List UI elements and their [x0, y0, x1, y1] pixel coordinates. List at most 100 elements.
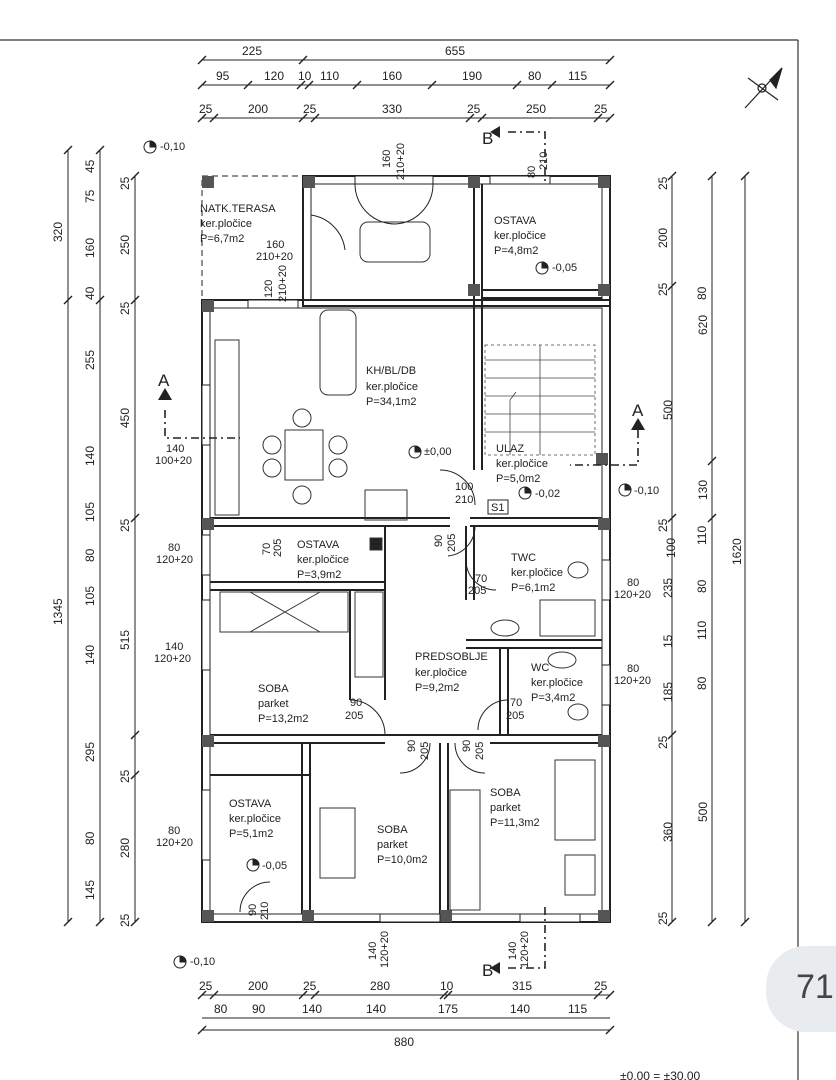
- right-dim-110: 110: [695, 621, 709, 640]
- bottom-dim-25b: 25: [303, 979, 317, 993]
- bottom-dim-80: 80: [214, 1002, 228, 1016]
- bottom-dim-140a: 140: [302, 1002, 322, 1016]
- left-dim-25e: 25: [118, 913, 132, 927]
- top-dim-10: 10: [298, 69, 312, 83]
- room-ulaz: ULAZ ker.pločice P=5,0m2: [496, 443, 548, 485]
- top-dim-95: 95: [216, 69, 230, 83]
- opening-label: 120+20: [379, 931, 391, 968]
- windows: [201, 175, 611, 923]
- room-finish: ker.pločice: [229, 813, 281, 825]
- opening-label: 90: [461, 740, 473, 752]
- opening-label: 205: [468, 585, 486, 597]
- opening-label: 210: [455, 494, 473, 506]
- bottom-dim-10: 10: [440, 979, 454, 993]
- left-dim-145: 145: [83, 880, 97, 900]
- opening-label: 90: [433, 535, 445, 547]
- right-dim-25d: 25: [656, 735, 670, 749]
- room-name: SOBA: [377, 824, 408, 836]
- opening-label: 120+20: [614, 589, 651, 601]
- left-dim-250: 250: [118, 235, 132, 255]
- room-finish: ker.pločice: [494, 230, 546, 242]
- right-dim-130: 130: [696, 480, 710, 500]
- level-label: -0,10: [160, 141, 185, 153]
- left-dim-45: 45: [83, 159, 97, 173]
- top-dim-25a: 25: [199, 102, 213, 116]
- opening-label: 140: [165, 641, 183, 653]
- right-dim-360: 360: [661, 822, 675, 842]
- opening-label: 80: [627, 577, 639, 589]
- right-dim-25a: 25: [656, 176, 670, 190]
- left-dim-140b: 140: [83, 645, 97, 665]
- opening-label: 140: [507, 942, 519, 960]
- left-dim-295: 295: [83, 742, 97, 762]
- level-label: -0,05: [552, 262, 577, 274]
- level-markers: [143, 140, 632, 969]
- opening-label: 210+20: [395, 143, 407, 180]
- opening-label: 205: [474, 742, 486, 760]
- furniture: [214, 221, 596, 911]
- room-finish: ker.pločice: [366, 381, 418, 393]
- opening-label: 210+20: [256, 251, 293, 263]
- room-finish: parket: [490, 802, 521, 814]
- top-dim-200: 200: [248, 102, 268, 116]
- room-name: ULAZ: [496, 443, 524, 455]
- room-kh-bl-db: KH/BL/DB ker.pločice P=34,1m2: [366, 365, 418, 408]
- opening-label: 80: [168, 542, 180, 554]
- room-name: PREDSOBLJE: [415, 651, 488, 663]
- bottom-dim-115: 115: [568, 1002, 587, 1016]
- room-finish: ker.pločice: [511, 567, 563, 579]
- room-finish: ker.pločice: [200, 218, 252, 230]
- left-dim-40: 40: [83, 286, 97, 300]
- opening-label: 120+20: [154, 653, 191, 665]
- section-mark-b-top: B: [482, 129, 493, 148]
- top-dim-225: 225: [242, 44, 262, 58]
- bottom-dim-175: 175: [438, 1002, 458, 1016]
- level-label: -0,02: [535, 488, 560, 500]
- section-mark-b-bottom: B: [482, 961, 493, 980]
- right-dim-25e: 25: [656, 911, 670, 925]
- bottom-dim-25c: 25: [594, 979, 608, 993]
- opening-label: 140: [367, 942, 379, 960]
- right-dim-80c: 80: [695, 286, 709, 300]
- room-area: P=5,1m2: [229, 828, 273, 840]
- right-dim-25c: 25: [656, 518, 670, 532]
- room-area: P=6,1m2: [511, 582, 555, 594]
- room-area: P=3,9m2: [297, 569, 341, 581]
- room-name: NATK.TERASA: [200, 203, 276, 215]
- room-area: P=11,3m2: [490, 817, 540, 829]
- top-dim-190: 190: [462, 69, 482, 83]
- bottom-dim-90: 90: [252, 1002, 266, 1016]
- opening-label: 90: [247, 904, 259, 916]
- level-label: -0,10: [190, 956, 215, 968]
- opening-dims: 160 210+20 80 210 160 210+20 120 210+20 …: [154, 143, 651, 968]
- opening-label: 70: [475, 573, 487, 585]
- bottom-dim-200: 200: [248, 979, 268, 993]
- opening-label: 205: [345, 710, 363, 722]
- opening-label: 70: [261, 543, 273, 555]
- opening-label: 120+20: [519, 931, 531, 968]
- opening-label: 80: [526, 166, 538, 178]
- right-dim-185: 185: [661, 682, 675, 702]
- left-dim-280: 280: [118, 838, 132, 858]
- opening-label: 120+20: [156, 554, 193, 566]
- section-lines: [164, 131, 639, 969]
- bottom-dim-140c: 140: [510, 1002, 530, 1016]
- bottom-dim-280: 280: [370, 979, 390, 993]
- opening-label: 160: [266, 239, 284, 251]
- room-area: P=34,1m2: [366, 396, 416, 408]
- room-area: P=5,0m2: [496, 473, 540, 485]
- dimension-lines: [67, 59, 746, 1031]
- left-dim-160: 160: [83, 238, 97, 258]
- room-ostava-1: OSTAVA ker.pločice P=4,8m2: [494, 215, 546, 257]
- room-twc: TWC ker.pločice P=6,1m2: [511, 552, 563, 594]
- right-dim-110b: 110: [695, 526, 709, 545]
- right-dim-200: 200: [656, 228, 670, 248]
- left-dim-25d: 25: [118, 769, 132, 783]
- opening-label: 120: [263, 280, 275, 298]
- left-dim-515: 515: [118, 630, 132, 650]
- left-dim-105a: 105: [83, 502, 97, 522]
- left-dim-25b: 25: [118, 301, 132, 315]
- top-dim-330: 330: [382, 102, 402, 116]
- left-dim-1345: 1345: [51, 598, 65, 625]
